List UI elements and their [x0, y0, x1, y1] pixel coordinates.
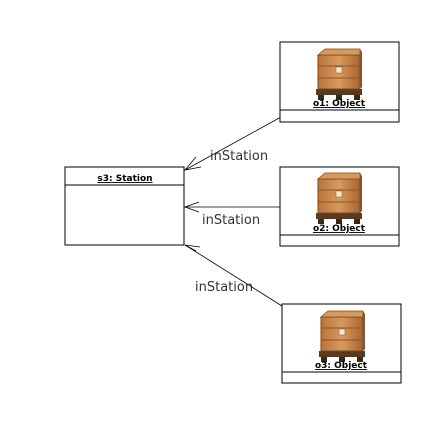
station-box-s3[interactable]: s3: Station — [64, 166, 185, 246]
station-title: s3: Station — [97, 174, 152, 184]
object-box-o2[interactable]: o2: Object — [279, 166, 400, 247]
edge-label-o3: inStation — [195, 280, 253, 295]
edge-label-o2: inStation — [202, 213, 260, 228]
edge-o3-to-s3: inStation — [184, 244, 283, 307]
edge-label-o1: inStation — [210, 149, 268, 164]
pallet-crate-icon — [315, 172, 363, 225]
object-title-o3: o3: Object — [315, 361, 368, 371]
edge-o1-to-s3: inStation — [183, 116, 282, 171]
edge-o2-to-s3: inStation — [183, 201, 281, 228]
object-title-o2: o2: Object — [313, 224, 366, 234]
object-title-o1: o1: Object — [313, 99, 366, 109]
pallet-crate-icon — [315, 48, 363, 101]
object-box-o1[interactable]: o1: Object — [279, 41, 400, 123]
pallet-crate-icon — [318, 310, 366, 363]
object-box-o3[interactable]: o3: Object — [281, 303, 402, 384]
